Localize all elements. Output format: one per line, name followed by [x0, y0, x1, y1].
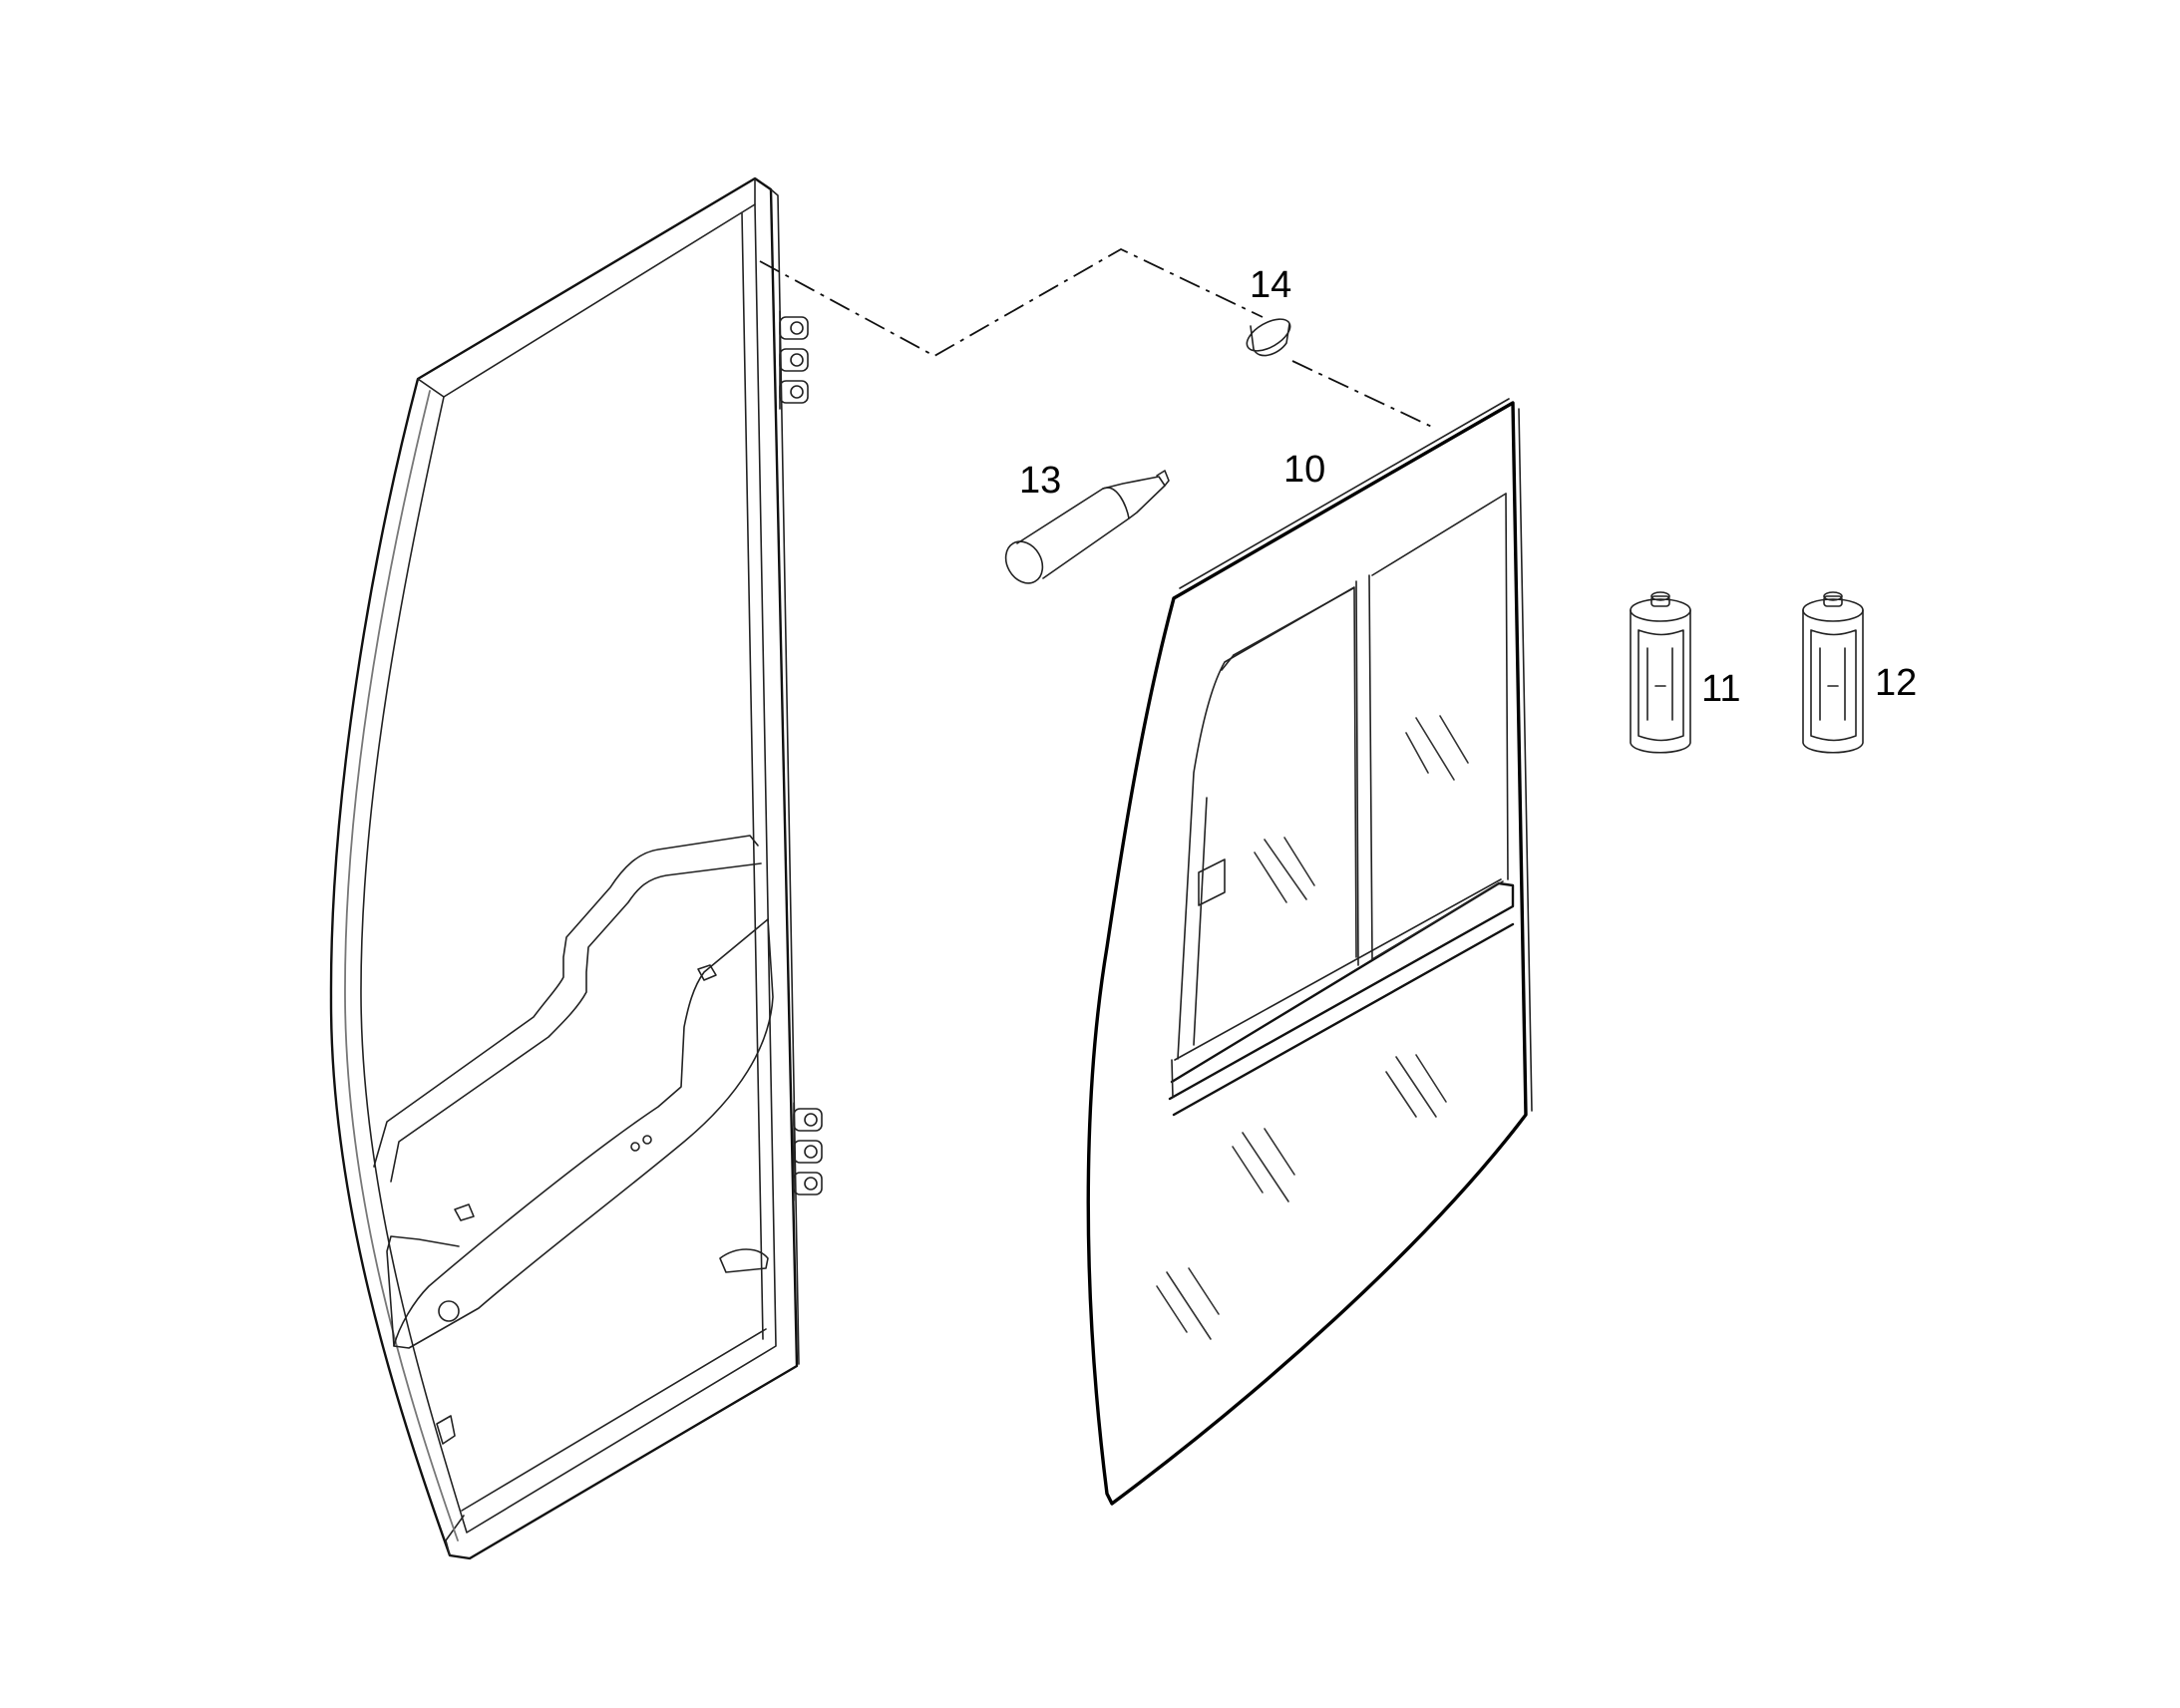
label-cartridge-a: 11 [1701, 668, 1740, 710]
cartridge-b [1802, 591, 1864, 754]
sealant-tube [1004, 470, 1170, 584]
cartridge-a [1630, 591, 1691, 754]
hinge-upper [779, 310, 809, 410]
hinge-lower [793, 1102, 823, 1201]
label-cap-plug: 14 [1250, 264, 1291, 306]
door-frame [329, 176, 823, 1560]
leader-lines [759, 247, 1437, 430]
cap-plug [1246, 318, 1291, 357]
label-door-glass: 10 [1283, 449, 1325, 491]
label-sealant-tube: 13 [1019, 460, 1061, 502]
label-cartridge-b: 12 [1875, 662, 1917, 704]
glass-glint-marks [1156, 715, 1469, 1340]
door-glass [1086, 398, 1533, 1506]
